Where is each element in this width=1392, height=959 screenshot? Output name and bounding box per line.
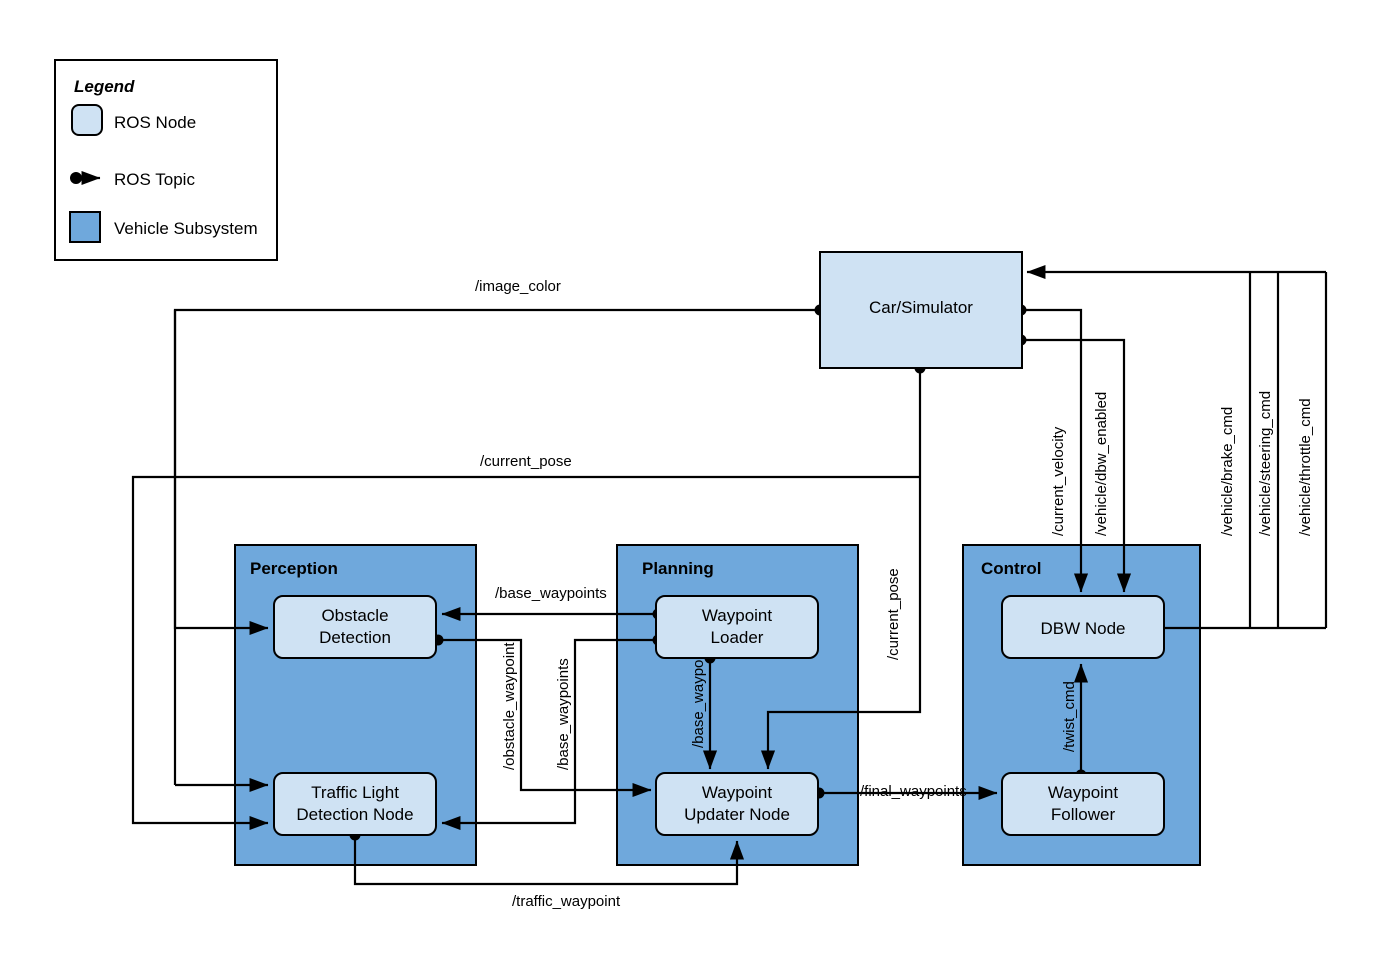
node-obstacle-detection[interactable]: Obstacle Detection xyxy=(273,595,437,659)
ros-node-swatch xyxy=(71,104,103,136)
edge-current-pose-left xyxy=(131,475,920,831)
node-traffic-light-detection[interactable]: Traffic Light Detection Node xyxy=(273,772,437,836)
node-waypoint-loader-line1: Waypoint xyxy=(702,606,773,625)
subsystem-control-label: Control xyxy=(981,559,1041,578)
topic-label-current-pose-vertical: /current_pose xyxy=(885,568,902,660)
legend: Legend ROS Node ROS Topic Vehicle Subsys… xyxy=(54,59,278,261)
node-waypoint-follower-line2: Follower xyxy=(1051,805,1116,824)
topic-label-base-waypoints-top: /base_waypoints xyxy=(495,585,607,602)
node-waypoint-follower[interactable]: Waypoint Follower xyxy=(1001,772,1165,836)
subsystem-perception-label: Perception xyxy=(250,559,338,578)
topic-label-final-waypoints: /final_waypoints xyxy=(860,783,967,800)
topic-label-current-velocity: /current_velocity xyxy=(1050,426,1067,536)
node-obstacle-detection-line2: Detection xyxy=(319,628,391,647)
node-dbw[interactable]: DBW Node xyxy=(1001,595,1165,659)
topic-label-base-waypoints-inner: /base_waypoints xyxy=(690,636,707,748)
node-car-simulator[interactable]: Car/Simulator xyxy=(819,251,1023,369)
node-waypoint-updater[interactable]: Waypoint Updater Node xyxy=(655,772,819,836)
node-waypoint-updater-line2: Updater Node xyxy=(684,805,790,824)
node-traffic-light-line1: Traffic Light xyxy=(311,783,399,802)
topic-label-obstacle-waypoint: /obstacle_waypoint xyxy=(501,642,518,770)
node-waypoint-updater-line1: Waypoint xyxy=(702,783,773,802)
topic-label-base-waypoints-mid: /base_waypoints xyxy=(555,658,572,770)
topic-label-image-color: /image_color xyxy=(475,278,561,295)
node-waypoint-loader[interactable]: Waypoint Loader xyxy=(655,595,819,659)
topic-label-current-pose-left: /current_pose xyxy=(480,453,572,470)
legend-item-ros-topic-label: ROS Topic xyxy=(114,170,195,189)
node-car-simulator-label: Car/Simulator xyxy=(869,298,973,317)
node-waypoint-loader-line2: Loader xyxy=(711,628,764,647)
legend-title: Legend xyxy=(74,77,135,96)
topic-label-vehicle-dbw-enabled: /vehicle/dbw_enabled xyxy=(1093,392,1110,536)
topic-label-vehicle-brake-cmd: /vehicle/brake_cmd xyxy=(1219,407,1236,536)
topic-label-vehicle-steering-cmd: /vehicle/steering_cmd xyxy=(1257,391,1274,536)
node-waypoint-follower-line1: Waypoint xyxy=(1048,783,1119,802)
edge-vehicle-cmds xyxy=(1026,264,1328,630)
topic-label-twist-cmd: /twist_cmd xyxy=(1061,681,1078,752)
subsystem-planning-label: Planning xyxy=(642,559,714,578)
legend-item-vehicle-subsystem-label: Vehicle Subsystem xyxy=(114,219,258,238)
topic-label-traffic-waypoint: /traffic_waypoint xyxy=(512,893,621,910)
legend-item-ros-node-label: ROS Node xyxy=(114,113,196,132)
ros-topic-arrow xyxy=(70,170,101,186)
vehicle-subsystem-swatch xyxy=(69,211,101,243)
topic-label-vehicle-throttle-cmd: /vehicle/throttle_cmd xyxy=(1297,398,1314,536)
node-traffic-light-line2: Detection Node xyxy=(296,805,413,824)
node-obstacle-detection-line1: Obstacle xyxy=(321,606,388,625)
node-dbw-label: DBW Node xyxy=(1040,619,1125,638)
